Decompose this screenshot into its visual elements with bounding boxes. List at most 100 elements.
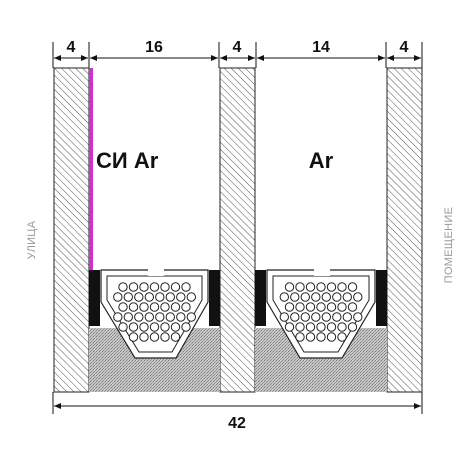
dim-label-total: 42: [228, 415, 246, 432]
desiccant-bead: [128, 282, 139, 292]
desiccant-bead: [316, 282, 326, 292]
butyl-left-inner: [255, 270, 266, 326]
desiccant-bead: [139, 322, 149, 332]
dim-label-glass-middle: 4: [233, 39, 242, 56]
desiccant-bead: [284, 282, 295, 292]
desiccant-bead: [332, 292, 342, 302]
desiccant-bead: [347, 322, 358, 332]
desiccant-bead: [181, 282, 191, 292]
desiccant-bead: [300, 292, 310, 302]
desiccant-bead: [342, 292, 352, 302]
desiccant-bead: [347, 282, 358, 292]
desiccant-bead: [353, 312, 363, 322]
desiccant-bead: [337, 332, 347, 342]
desiccant-bead: [311, 312, 321, 322]
spacer-slot-outer: [148, 268, 164, 276]
spacer-slot-inner: [314, 268, 330, 276]
desiccant-bead: [165, 292, 176, 302]
desiccant-bead: [149, 302, 160, 312]
desiccant-bead: [295, 282, 305, 292]
side-label-outside: УЛИЦА: [26, 220, 38, 259]
desiccant-bead: [295, 322, 305, 332]
top-dimensions: 4 16 4 14 4: [52, 39, 423, 68]
desiccant-bead: [295, 302, 305, 312]
spacer-assembly-inner: [255, 268, 387, 392]
desiccant-bead: [144, 312, 155, 322]
desiccant-inner: [279, 282, 363, 342]
desiccant-bead: [160, 282, 170, 292]
desiccant-bead: [160, 332, 170, 342]
desiccant-bead: [176, 312, 186, 322]
desiccant-bead: [160, 302, 170, 312]
desiccant-bead: [144, 292, 155, 302]
chamber-label-inner: Ar: [309, 148, 334, 173]
desiccant-bead: [326, 282, 337, 292]
desiccant-bead: [160, 322, 170, 332]
desiccant-bead: [123, 312, 134, 322]
desiccant-bead: [149, 322, 160, 332]
desiccant-bead: [149, 282, 160, 292]
desiccant-bead: [326, 302, 337, 312]
desiccant-bead: [118, 322, 128, 332]
desiccant-bead: [316, 302, 326, 312]
desiccant-bead: [165, 312, 176, 322]
desiccant-bead: [326, 322, 337, 332]
desiccant-bead: [170, 282, 181, 292]
desiccant-bead: [295, 332, 305, 342]
desiccant-bead: [113, 312, 123, 322]
desiccant-bead: [139, 282, 149, 292]
desiccant-bead: [128, 302, 139, 312]
glass-pane-middle: [219, 67, 256, 393]
glass-pane-inner: [386, 67, 423, 393]
dim-label-glass-outer: 4: [67, 39, 76, 56]
desiccant-bead: [279, 292, 289, 302]
bottom-dimension: 42: [52, 392, 423, 432]
desiccant-bead: [342, 312, 352, 322]
dim-label-glass-inner: 4: [400, 39, 409, 56]
desiccant-bead: [290, 292, 300, 302]
desiccant-bead: [305, 332, 316, 342]
desiccant-bead: [353, 292, 363, 302]
glass-pane-outer: [53, 67, 90, 393]
desiccant-bead: [300, 312, 310, 322]
desiccant-bead: [337, 282, 347, 292]
desiccant-bead: [170, 322, 181, 332]
desiccant-bead: [326, 332, 337, 342]
desiccant-bead: [118, 302, 128, 312]
desiccant-bead: [321, 292, 331, 302]
desiccant-bead: [128, 332, 139, 342]
desiccant-bead: [139, 332, 149, 342]
side-label-inside: ПОМЕЩЕНИЕ: [443, 207, 455, 284]
desiccant-bead: [176, 292, 186, 302]
desiccant-bead: [321, 312, 331, 322]
desiccant-bead: [186, 292, 197, 302]
desiccant-bead: [337, 322, 347, 332]
desiccant-bead: [305, 302, 316, 312]
desiccant-bead: [155, 312, 165, 322]
desiccant-bead: [170, 302, 181, 312]
desiccant-bead: [305, 322, 316, 332]
desiccant-bead: [123, 292, 134, 302]
desiccant-bead: [118, 282, 128, 292]
desiccant-bead: [134, 312, 144, 322]
desiccant-bead: [279, 312, 289, 322]
desiccant-bead: [290, 312, 300, 322]
desiccant-bead: [186, 312, 197, 322]
chamber-label-outer: СИ Ar: [96, 148, 159, 173]
desiccant-bead: [155, 292, 165, 302]
desiccant-bead: [134, 292, 144, 302]
desiccant-bead: [181, 322, 191, 332]
desiccant-bead: [113, 292, 123, 302]
desiccant-outer: [113, 282, 197, 342]
desiccant-bead: [316, 332, 326, 342]
butyl-right-outer: [209, 270, 220, 326]
desiccant-bead: [316, 322, 326, 332]
butyl-right-inner: [376, 270, 387, 326]
dim-label-gap-outer: 16: [145, 39, 163, 56]
desiccant-bead: [149, 332, 160, 342]
desiccant-bead: [139, 302, 149, 312]
desiccant-bead: [128, 322, 139, 332]
desiccant-bead: [311, 292, 321, 302]
low-e-coating: [89, 68, 93, 270]
